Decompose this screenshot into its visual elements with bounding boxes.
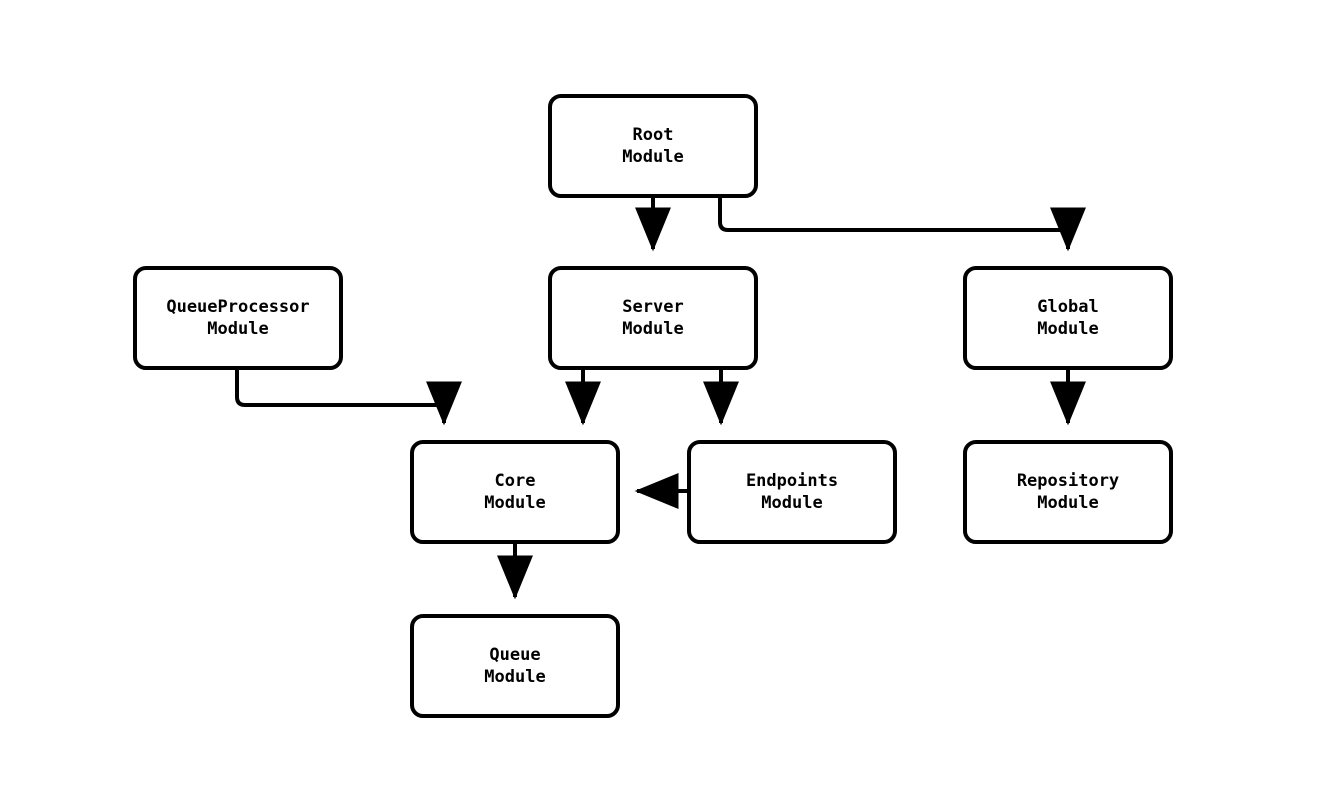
node-label-secondary: Module	[622, 319, 684, 339]
node-label-primary: Root	[632, 125, 674, 145]
node-label-secondary: Module	[1037, 493, 1099, 513]
node-label-primary: QueueProcessor	[166, 297, 310, 317]
edge-root-to-global	[718, 197, 1086, 252]
node-label-secondary: Module	[1037, 319, 1099, 339]
node-label-secondary: Module	[761, 493, 823, 513]
node-label-primary: Global	[1037, 297, 1099, 317]
node-label-secondary: Module	[622, 147, 684, 167]
node-label-secondary: Module	[484, 667, 546, 687]
node-label-primary: Server	[622, 297, 684, 317]
node-label-secondary: Module	[484, 493, 546, 513]
node-label-primary: Queue	[489, 645, 541, 665]
node-label-primary: Repository	[1016, 471, 1120, 491]
edge-queueprocessor-to-core	[235, 370, 462, 426]
node-label-primary: Endpoints	[745, 471, 839, 491]
node-label-primary: Core	[494, 471, 536, 491]
node-label-secondary: Module	[207, 319, 269, 339]
